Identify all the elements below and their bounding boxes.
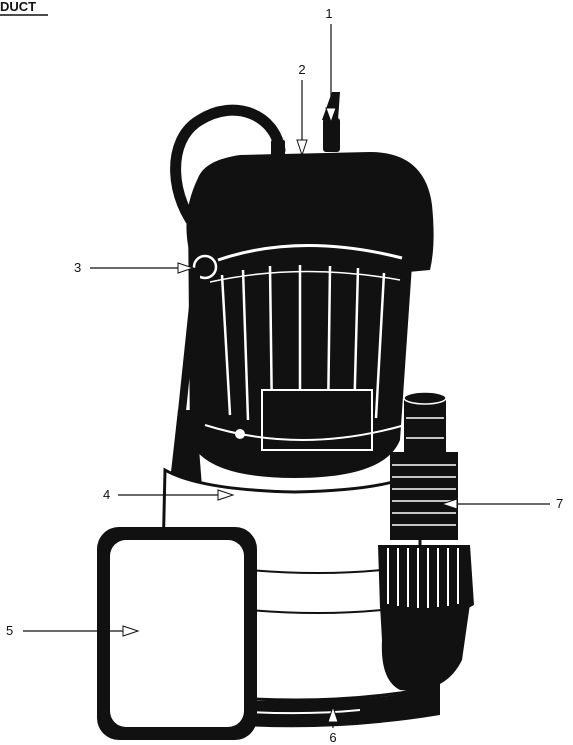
air-vent-base: [323, 118, 340, 152]
base-rim: [204, 424, 406, 441]
outlet-elbow: [380, 604, 470, 691]
callout-label-5: 5: [6, 623, 13, 638]
callout-arrow-7: [440, 498, 458, 510]
float-switch-face: [110, 540, 244, 727]
callout-label-7: 7: [556, 496, 563, 511]
callout-label-1: 1: [325, 6, 332, 21]
adapter-top-ribs: [406, 417, 444, 439]
handle-post-right: [318, 205, 334, 245]
callout-arrow-3: [177, 262, 195, 274]
power-cable: [170, 104, 286, 238]
handle-post-left: [268, 205, 284, 245]
callout-arrow-2: [296, 139, 308, 157]
hose-adapter-top: [404, 398, 446, 452]
callout-label-3: 3: [74, 260, 81, 275]
adapter-opening: [403, 391, 447, 405]
section-heading: DUCT: [0, 0, 36, 14]
callout-label-6: 6: [329, 730, 336, 745]
nut-knurling: [387, 548, 459, 608]
screw: [235, 429, 245, 439]
callout-arrow-5: [122, 625, 140, 637]
callout-arrow-6: [327, 705, 339, 723]
callout-label-4: 4: [103, 487, 110, 502]
callout-arrow-1: [325, 107, 337, 124]
callout-label-2: 2: [298, 62, 305, 77]
outlet-nut: [378, 545, 474, 616]
carry-handle: [186, 152, 434, 272]
float-cable: [176, 267, 201, 431]
dome-edge: [217, 244, 403, 262]
callout-arrow-4: [217, 489, 235, 501]
adapter-ribs: [392, 464, 456, 526]
front-plate: [261, 389, 373, 451]
hose-adapter: [390, 452, 458, 540]
base-highlight: [249, 709, 361, 715]
fin-rim: [209, 270, 401, 283]
